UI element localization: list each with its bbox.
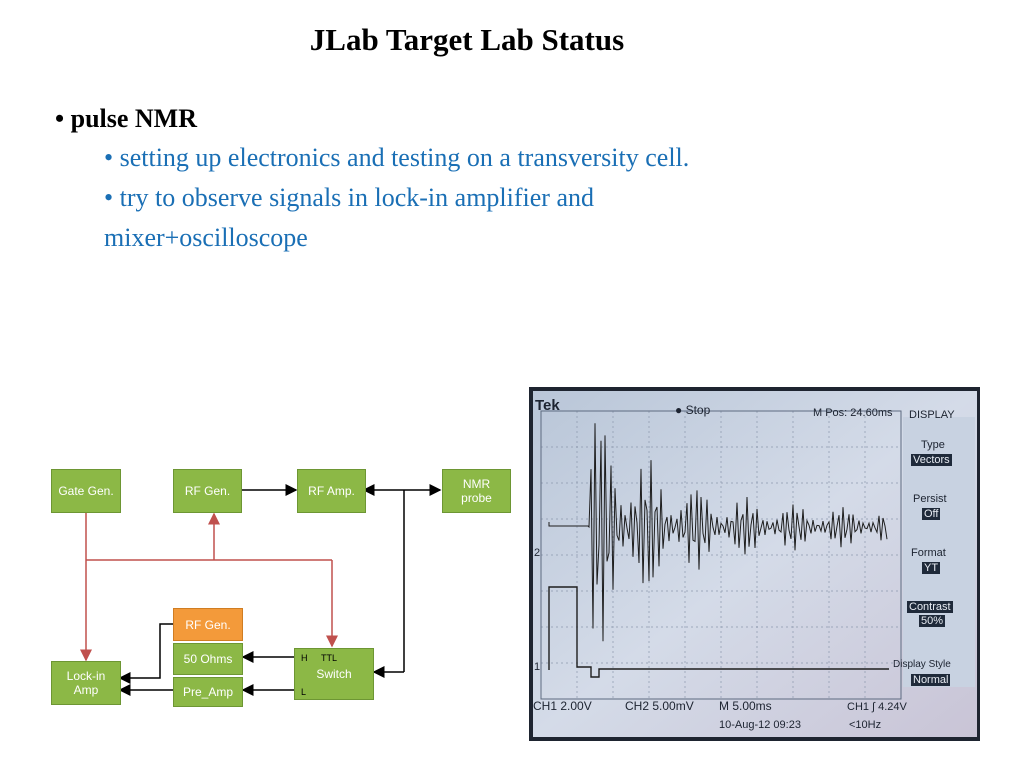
- channel-1-marker: 1: [534, 661, 541, 673]
- timebase: M 5.00ms: [719, 699, 772, 713]
- menu-title: DISPLAY: [909, 409, 955, 421]
- rf-gen-block: RF Gen.: [173, 469, 242, 513]
- menu-format-value[interactable]: YT: [922, 562, 941, 574]
- gate-gen-label: Gate Gen.: [58, 484, 114, 498]
- menu-display-style-value[interactable]: Normal: [911, 674, 951, 686]
- lockin-amp-block: Lock-in Amp: [51, 661, 121, 705]
- menu-display-style-label: Display Style: [893, 659, 951, 670]
- date-readout: 10-Aug-12 09:23: [719, 719, 801, 731]
- ohms-block: 50 Ohms: [173, 643, 243, 675]
- menu-persist-value[interactable]: Off: [922, 508, 941, 520]
- sub-bullet-electronics: • setting up electronics and testing on …: [104, 143, 690, 172]
- ohms-label: 50 Ohms: [183, 652, 233, 666]
- menu-type-value[interactable]: Vectors: [911, 454, 952, 466]
- pre-amp-block: Pre_Amp: [173, 677, 243, 707]
- nmr-probe-block: NMR probe: [442, 469, 511, 513]
- freq-readout: <10Hz: [849, 719, 882, 731]
- channel-2-marker: 2: [534, 547, 541, 559]
- page-title: JLab Target Lab Status: [309, 22, 625, 57]
- menu-format-label: Format: [911, 547, 946, 559]
- rf-gen-2-block: RF Gen.: [173, 608, 243, 641]
- trigger-readout: CH1 ∫ 4.24V: [847, 701, 907, 713]
- stop-indicator: ● Stop: [675, 403, 711, 417]
- nmr-block-diagram: Gate Gen. RF Gen. RF Amp. NMR probe RF G…: [14, 440, 524, 730]
- status-text: Stop: [685, 403, 711, 417]
- switch-block: Switch H TTL L: [294, 648, 374, 700]
- lockin-label-2: Amp: [73, 683, 99, 697]
- switch-label: Switch: [316, 667, 352, 681]
- pre-amp-label: Pre_Amp: [182, 685, 234, 699]
- rf-gen-label: RF Gen.: [184, 484, 231, 498]
- brand-logo: Tek: [535, 397, 560, 414]
- ch2-scale: CH2 5.00mV: [625, 699, 694, 713]
- menu-persist-label: Persist: [913, 493, 947, 505]
- nmr-probe-label-1: NMR: [462, 477, 491, 491]
- gate-gen-block: Gate Gen.: [51, 469, 121, 513]
- switch-h-label: H: [301, 653, 308, 663]
- rf-amp-block: RF Amp.: [297, 469, 366, 513]
- sub-bullet-signals: • try to observe signals in lock-in ampl…: [104, 183, 594, 212]
- menu-contrast-value[interactable]: 50%: [919, 615, 946, 627]
- rf-amp-label: RF Amp.: [308, 484, 355, 498]
- mpos-readout: M Pos: 24.60ms: [813, 407, 893, 419]
- ch1-scale: CH1 2.00V: [533, 699, 592, 713]
- scope-display: [533, 391, 977, 737]
- menu-contrast-label[interactable]: Contrast: [907, 601, 953, 613]
- switch-ttl-label: TTL: [321, 653, 338, 663]
- menu-type-label: Type: [921, 439, 945, 451]
- bullet-pulse-nmr: • pulse NMR: [55, 104, 197, 133]
- lockin-label-1: Lock-in: [66, 669, 106, 683]
- rf-gen-2-label: RF Gen.: [185, 617, 231, 632]
- switch-l-label: L: [301, 687, 307, 697]
- sub-bullet-signals-cont: mixer+oscilloscope: [104, 223, 308, 252]
- nmr-probe-label-2: probe: [461, 491, 492, 505]
- oscilloscope-screen: Tek ● Stop M Pos: 24.60ms DISPLAY Type V…: [529, 387, 980, 741]
